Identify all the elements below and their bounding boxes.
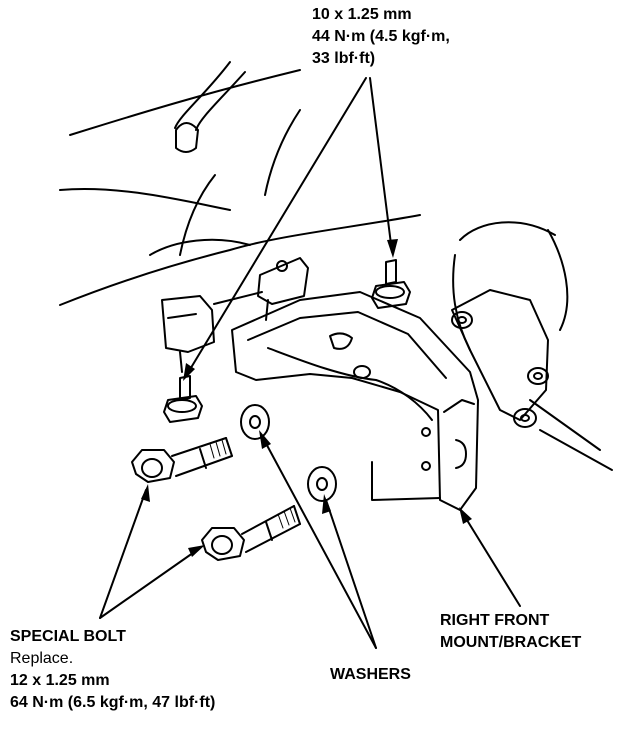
top-bolt-torque: 44 N·m (4.5 kgf·m,: [312, 28, 450, 45]
special-bolt-torque: 64 N·m (6.5 kgf·m, 47 lbf·ft): [10, 694, 216, 711]
special-bolt-title: SPECIAL BOLT: [10, 628, 126, 645]
special-bolt-lower: [201, 505, 301, 561]
top-bolt-torque-lbf: 33 lbf·ft): [312, 50, 376, 67]
washer-lower: [307, 466, 337, 502]
flange-bolt-upper: [371, 259, 411, 309]
special-bolt-upper: [131, 437, 233, 483]
engine-side-plate: [451, 289, 549, 428]
mount-bracket-body: [231, 291, 479, 511]
mount-label-line1: RIGHT FRONT: [440, 612, 550, 629]
flange-bolt-lower: [163, 375, 203, 423]
washer-upper: [240, 404, 270, 440]
engine-outline: [59, 61, 613, 471]
frame-bracket: [161, 257, 309, 373]
top-bolt-size: 10 x 1.25 mm: [312, 6, 412, 23]
mount-label-line2: MOUNT/BRACKET: [440, 634, 582, 651]
mount-bracket-label: RIGHT FRONT MOUNT/BRACKET: [440, 610, 581, 654]
washers-label: WASHERS: [330, 666, 411, 683]
special-bolt-size: 12 x 1.25 mm: [10, 672, 110, 689]
special-bolt-note: Replace.: [10, 650, 74, 667]
special-bolt-label: SPECIAL BOLT Replace. 12 x 1.25 mm 64 N·…: [10, 626, 215, 714]
arrowheads: [141, 239, 472, 557]
leader-lines: [99, 77, 521, 649]
top-bolt-spec-label: 10 x 1.25 mm 44 N·m (4.5 kgf·m, 33 lbf·f…: [312, 4, 450, 70]
